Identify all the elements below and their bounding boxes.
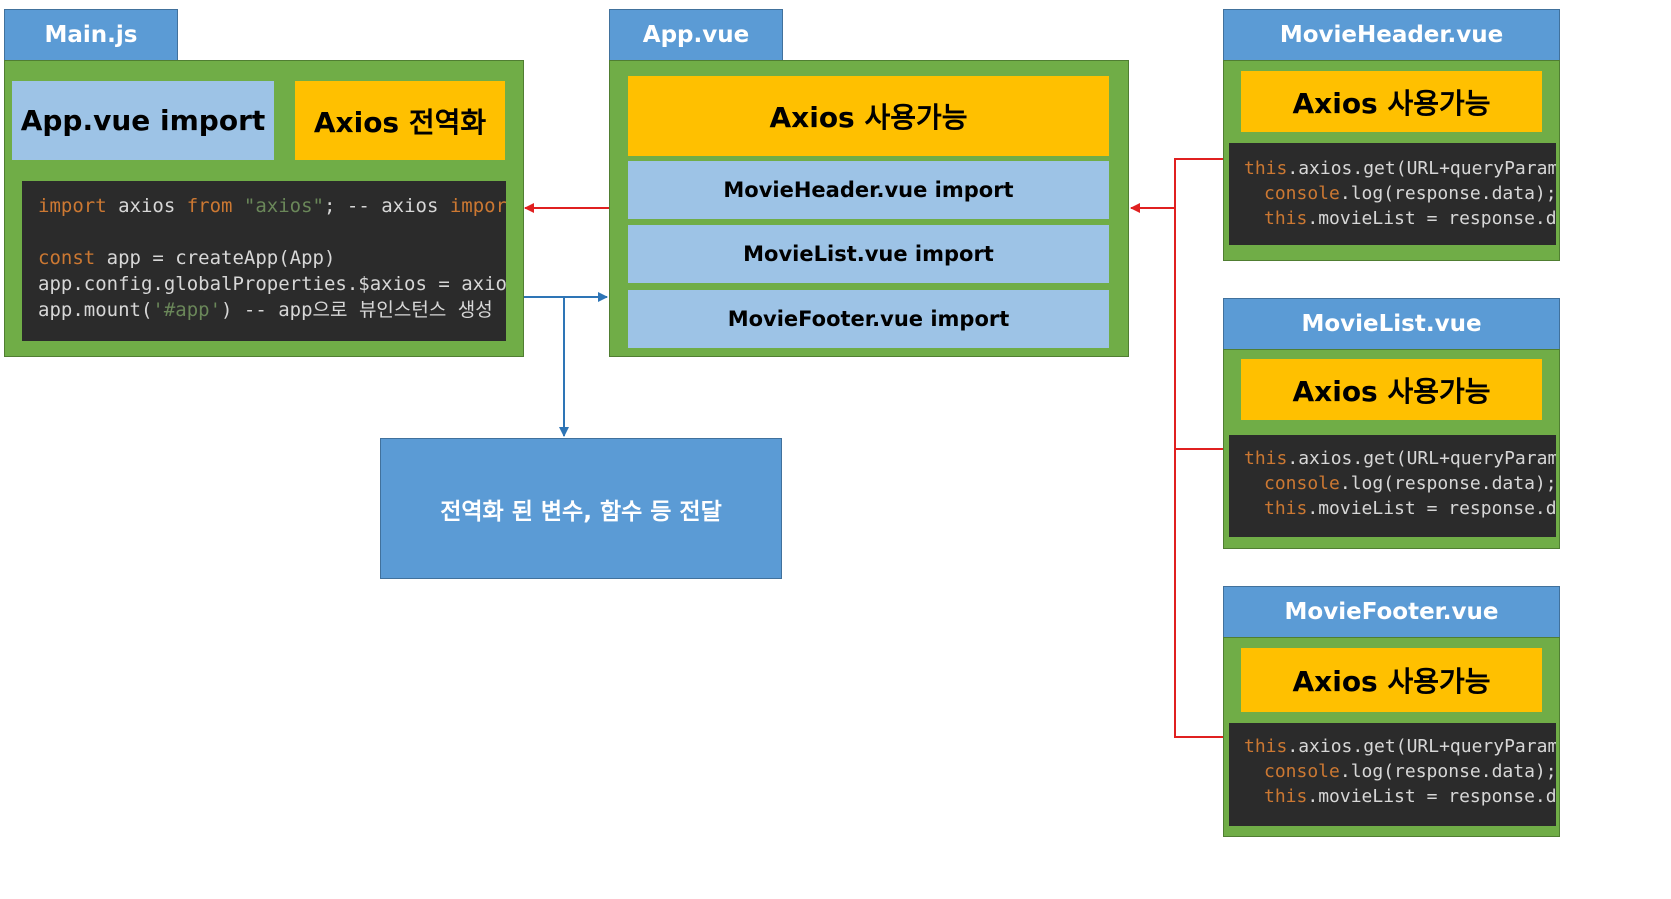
main-js-frame: App.vue import Axios 전역화 import axios fr… (4, 60, 524, 357)
code-line-2: console.log(response.data); (1264, 761, 1556, 782)
movie-footer-import-box: MovieFooter.vue import (628, 290, 1109, 348)
app-vue-tab: App.vue (609, 9, 783, 61)
axios-global-box: Axios 전역화 (295, 81, 505, 160)
app-vue-title: App.vue (642, 22, 750, 48)
global-pass-note: 전역화 된 변수, 함수 등 전달 (380, 438, 782, 579)
code-line-4: app.mount('#app') -- app으로 뷰인스턴스 생성 (38, 299, 493, 321)
code-line-2: console.log(response.data); (1264, 183, 1556, 204)
movie-header-import-box: MovieHeader.vue import (628, 161, 1109, 219)
movie-footer-axios-box: Axios 사용가능 (1241, 648, 1542, 712)
app-vue-import-box: App.vue import (12, 81, 274, 160)
movie-list-axios-box: Axios 사용가능 (1241, 359, 1542, 420)
movie-footer-import-label: MovieFooter.vue import (727, 307, 1010, 331)
movie-footer-title: MovieFooter.vue (1284, 599, 1499, 625)
movie-footer-tab: MovieFooter.vue (1223, 586, 1560, 638)
code-line-2: const app = createApp(App) (38, 247, 336, 269)
app-vue-import-label: App.vue import (20, 104, 266, 137)
main-js-code-block: import axios from "axios"; -- axios impo… (22, 181, 506, 341)
code-line-3: this.movieList = response.dat (1264, 208, 1556, 229)
movie-footer-frame: Axios 사용가능 this.axios.get(URL+queryParam… (1223, 637, 1560, 837)
movie-list-axios-label: Axios 사용가능 (1292, 374, 1491, 408)
movie-footer-code-block: this.axios.get(URL+queryParams) console.l… (1229, 723, 1556, 826)
code-line-3: app.config.globalProperties.$axios = axi… (38, 273, 506, 295)
movie-list-import-box: MovieList.vue import (628, 225, 1109, 283)
code-line-1: this.axios.get(URL+queryParams) (1244, 448, 1556, 469)
code-line-3: this.movieList = response.dat (1264, 786, 1556, 807)
main-js-title: Main.js (44, 22, 138, 48)
movie-list-tab: MovieList.vue (1223, 298, 1560, 350)
movie-list-code-block: this.axios.get(URL+queryParams) console.l… (1229, 435, 1556, 537)
movie-header-tab: MovieHeader.vue (1223, 9, 1560, 61)
code-line-1: this.axios.get(URL+queryParams) (1244, 158, 1556, 179)
movie-header-import-label: MovieHeader.vue import (723, 178, 1014, 202)
movie-header-frame: Axios 사용가능 this.axios.get(URL+queryParam… (1223, 60, 1560, 261)
app-vue-axios-available-box: Axios 사용가능 (628, 76, 1109, 156)
code-line-2: console.log(response.data); (1264, 473, 1556, 494)
app-vue-frame: Axios 사용가능 MovieHeader.vue import MovieL… (609, 60, 1129, 357)
main-js-tab: Main.js (4, 9, 178, 61)
movie-footer-axios-label: Axios 사용가능 (1292, 665, 1491, 698)
movie-header-axios-box: Axios 사용가능 (1241, 71, 1542, 132)
movie-list-title: MovieList.vue (1301, 311, 1482, 337)
app-vue-axios-available-label: Axios 사용가능 (769, 101, 968, 134)
code-line-1: import axios from "axios"; -- axios impo… (38, 195, 506, 217)
movie-header-code-block: this.axios.get(URL+queryParams) console.l… (1229, 143, 1556, 245)
movie-header-axios-label: Axios 사용가능 (1292, 86, 1491, 120)
code-line-3: this.movieList = response.dat (1264, 498, 1556, 519)
movie-header-title: MovieHeader.vue (1279, 22, 1504, 48)
axios-global-label: Axios 전역화 (313, 105, 487, 139)
global-pass-note-label: 전역화 된 변수, 함수 등 전달 (440, 498, 722, 525)
movie-list-import-label: MovieList.vue import (743, 242, 994, 266)
code-line-1: this.axios.get(URL+queryParams) (1244, 736, 1556, 757)
movie-list-frame: Axios 사용가능 this.axios.get(URL+queryParam… (1223, 349, 1560, 549)
